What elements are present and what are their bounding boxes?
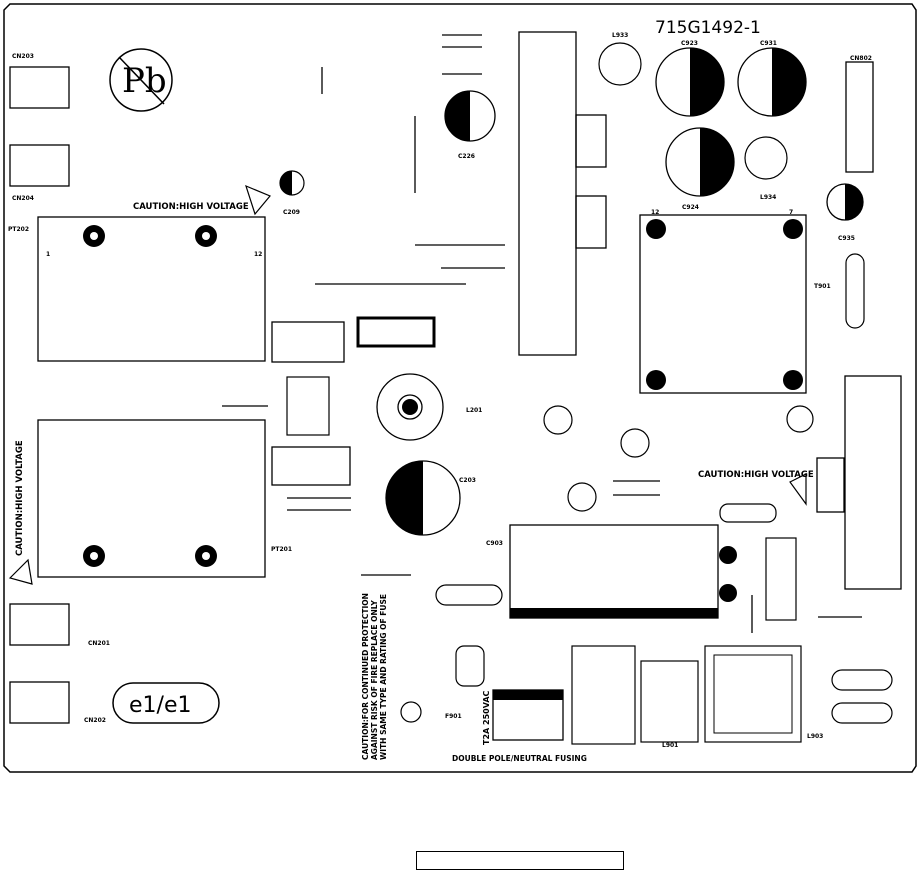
label-t901-pin12: 12 [651, 209, 659, 216]
ic-d922 [575, 195, 607, 249]
fuse-rating: T2A 250VAC [482, 690, 491, 745]
label-l201: L201 [466, 407, 482, 414]
ic-q901 [816, 457, 845, 513]
connector-cn204: CN204 [9, 144, 70, 202]
label-l934: L934 [760, 194, 776, 201]
jumpers [222, 34, 862, 633]
resistor-r925 [719, 503, 777, 523]
label-pt201: PT201 [271, 546, 292, 553]
transformer-pt201: PT201 [37, 419, 292, 578]
line-filter-l903: L903 [704, 645, 823, 743]
capacitor-c901 [831, 702, 893, 724]
label-pt202: PT202 [8, 226, 29, 233]
label-cn203: CN203 [12, 53, 34, 60]
label-c934: C903 [486, 540, 503, 547]
capacitor-c923: C923 [655, 40, 725, 117]
label-cn202: CN202 [84, 717, 106, 724]
capacitor-c931: C931 [737, 40, 807, 117]
label-c209: C209 [283, 209, 300, 216]
capacitor-c918 [543, 405, 573, 435]
label-l901: L901 [662, 742, 678, 749]
part-number: 715G1492-1 [655, 18, 761, 38]
connector-cn202: CN202 [9, 681, 106, 724]
lead-free-text: Pb [122, 61, 167, 101]
label-c203: C203 [459, 477, 476, 484]
caution-high-voltage-top: CAUTION:HIGH VOLTAGE [133, 202, 249, 212]
warning-triangle-2 [8, 558, 33, 585]
heatsink-right [844, 375, 902, 590]
caption-box [416, 851, 624, 870]
label-c923: C923 [681, 40, 698, 47]
label-cn204: CN204 [12, 195, 34, 202]
ic-u206b [271, 446, 351, 486]
capacitor-c909 [567, 482, 597, 512]
heatsink-left [518, 31, 577, 356]
label-l903: L903 [807, 733, 823, 740]
capacitor-c209: C209 [279, 170, 305, 216]
label-t901-pin7: 7 [789, 209, 793, 216]
label-c935: C935 [838, 235, 855, 242]
ic-u206 [356, 316, 436, 348]
label-cn802: CN802 [850, 55, 872, 62]
label-t901: T901 [814, 283, 831, 290]
label-c226: C226 [458, 153, 475, 160]
inductor-r908 [786, 405, 814, 433]
warning-triangle-1 [245, 184, 271, 216]
inductor-l201: L201 [376, 373, 482, 441]
connector-cn201: CN201 [9, 603, 110, 647]
label-l933: L933 [612, 32, 628, 39]
label-f901: F901 [445, 713, 462, 720]
capacitor-c903 [571, 645, 636, 745]
fuse-caution-line3: WITH SAME TYPE AND RATING OF FUSE [379, 594, 388, 760]
capacitor-c935: C935 [826, 183, 864, 242]
label-pt202-pin12: 12 [254, 251, 262, 258]
capacitor-c231 [286, 376, 330, 436]
capacitor-c933 [435, 584, 503, 606]
transformer-t901: T901 12 7 [639, 209, 831, 394]
fuse-caution-line2: AGAINST RISK OF FIRE REPLACE ONLY [370, 600, 379, 760]
capacitor-c911 [620, 428, 650, 458]
label-pt202-pin1: 1 [46, 251, 50, 258]
capacitor-c902 [831, 669, 893, 691]
capacitor-c924: C924 [665, 127, 735, 211]
test-point [400, 701, 422, 723]
transformer-pt202: PT202 1 12 [8, 216, 266, 362]
capacitor-c934: C903 [486, 524, 737, 619]
label-cn201: CN201 [88, 640, 110, 647]
fuse-block: T2A 250VAC F901 [445, 689, 564, 745]
label-c924: C924 [682, 204, 699, 211]
board-outline [3, 3, 917, 773]
fusing-note: DOUBLE POLE/NEUTRAL FUSING [452, 754, 587, 763]
caution-high-voltage-right: CAUTION:HIGH VOLTAGE [698, 470, 814, 480]
label-c931: C931 [760, 40, 777, 47]
connector-cn802 [845, 61, 874, 173]
connector-cn203: CN203 [9, 53, 70, 109]
compliance-text: e1/e1 [129, 693, 191, 718]
line-filter-l901: L901 [640, 660, 699, 749]
ic-zd901 [765, 537, 797, 621]
inductor-l934: L934 [744, 136, 788, 201]
warning-triangle-3 [789, 473, 807, 506]
capacitor-c203: C203 [385, 460, 476, 536]
fuse-caution-line1: CAUTION:FOR CONTINUED PROTECTION [361, 593, 370, 760]
lead-free-mark: Pb [109, 48, 173, 112]
compliance-mark: e1/e1 [112, 682, 220, 724]
capacitor-c930 [845, 253, 865, 329]
inductor-l933: L933 [598, 32, 642, 86]
ic-d921 [575, 114, 607, 168]
caution-high-voltage-left: CAUTION:HIGH VOLTAGE [15, 440, 25, 556]
varistor-nr901 [455, 645, 485, 687]
capacitor-c226: C226 [444, 90, 496, 160]
ic-u207 [271, 321, 345, 363]
